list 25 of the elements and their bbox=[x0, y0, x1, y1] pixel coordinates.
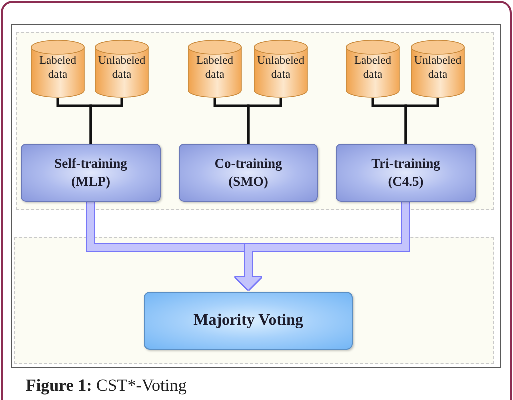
figure-caption: Figure 1: CST*-Voting bbox=[26, 376, 188, 396]
database-cylinder bbox=[254, 40, 308, 98]
database-cylinder bbox=[188, 40, 242, 98]
thick-arrow bbox=[236, 202, 410, 290]
node-label: Co-training (SMO) bbox=[214, 155, 284, 191]
database-cylinder bbox=[95, 40, 149, 98]
node-label: Unlabeled data bbox=[413, 55, 463, 83]
result-box bbox=[144, 292, 353, 350]
database-cylinder bbox=[31, 40, 85, 98]
connector-line bbox=[247, 98, 282, 144]
node-label: Self-training (MLP) bbox=[54, 155, 128, 191]
node-label: Majority Voting bbox=[194, 311, 304, 331]
node-label: Unlabeled data bbox=[256, 55, 306, 83]
process-box bbox=[179, 144, 318, 202]
connector-line bbox=[90, 98, 124, 144]
process-box bbox=[21, 144, 161, 202]
node-label: Unlabeled data bbox=[97, 55, 147, 83]
node-label: Labeled data bbox=[195, 55, 235, 83]
process-box bbox=[336, 144, 476, 202]
database-cylinder bbox=[411, 40, 465, 98]
connector-line bbox=[404, 98, 440, 144]
node-label: Labeled data bbox=[353, 55, 393, 83]
node-label: Tri-training (C4.5) bbox=[370, 155, 442, 191]
node-label: Labeled data bbox=[38, 55, 78, 83]
database-cylinder bbox=[346, 40, 400, 98]
